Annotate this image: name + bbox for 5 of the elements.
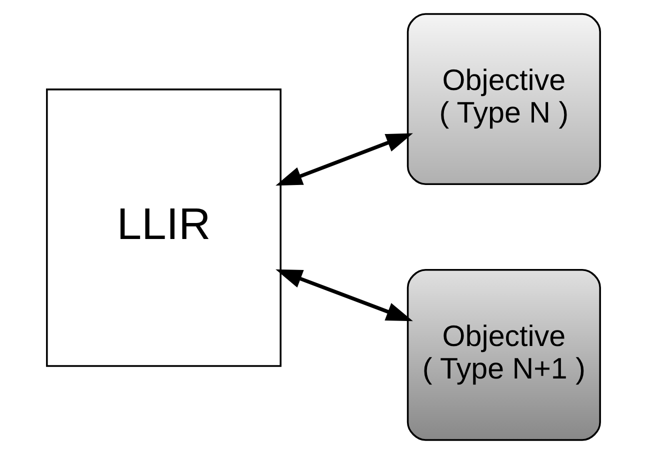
- node-box: Objective ( Type N ): [406, 13, 601, 185]
- arrow: [276, 133, 413, 186]
- node-box: LLIR: [46, 88, 282, 367]
- node-box: Objective ( Type N+1 ): [406, 269, 601, 441]
- arrow: [276, 269, 413, 322]
